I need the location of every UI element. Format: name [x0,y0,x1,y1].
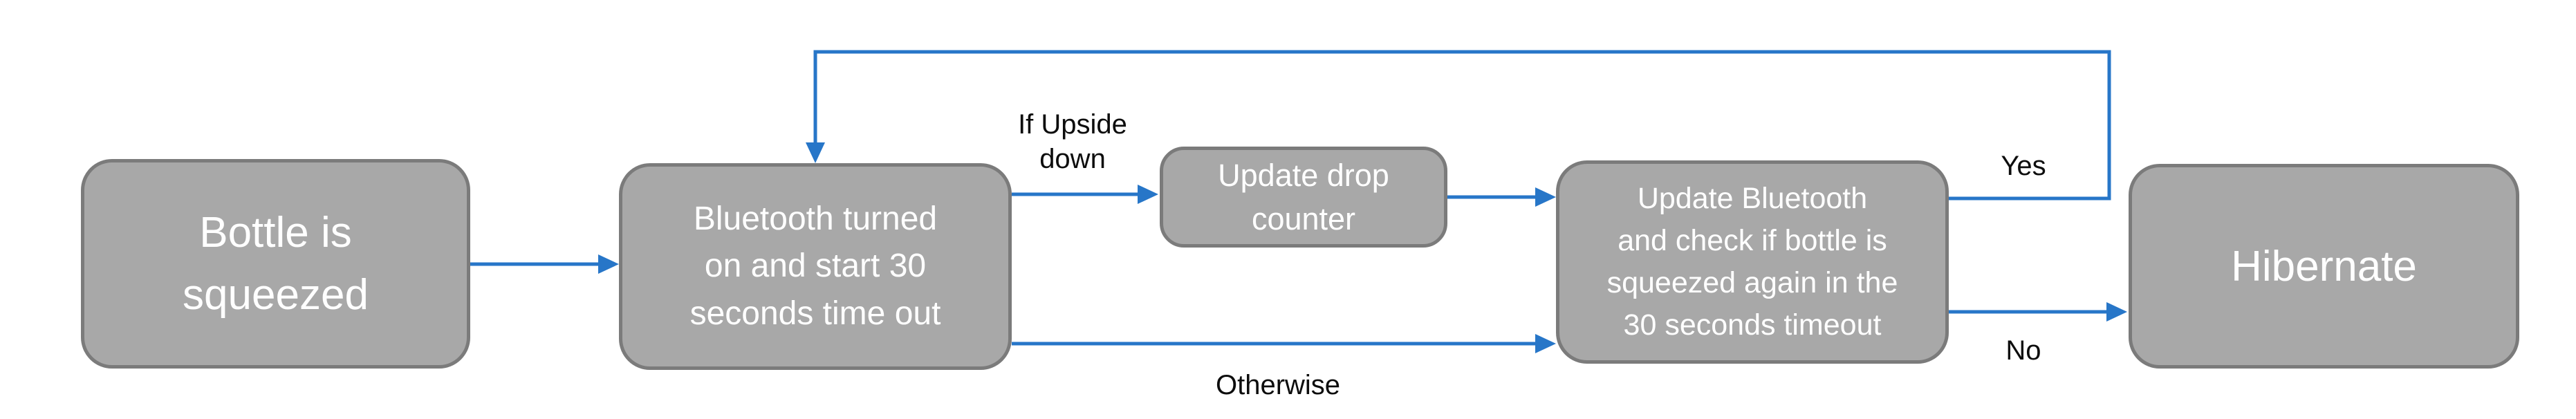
edge-otherwise [1012,334,1556,353]
arrowhead-right-icon [1138,185,1158,204]
arrowhead-right-icon [2106,302,2127,322]
edge-bluetooth-to-drop-counter [1012,185,1158,204]
edge-label-if-upside-down: If Upside down [1018,109,1127,174]
node-bottle-squeezed: Bottle is squeezed [81,159,470,369]
edge-label-otherwise: Otherwise [1215,370,1341,400]
node-label: Bottle is squeezed [183,208,369,319]
node-label: Update drop counter [1218,158,1389,236]
node-hibernate: Hibernate [2129,164,2519,369]
edge-label-yes: Yes [2001,151,2046,181]
node-bluetooth-on: Bluetooth turned on and start 30 seconds… [619,163,1012,370]
node-update-bluetooth: Update Bluetooth and check if bottle is … [1556,160,1949,364]
node-label: Hibernate [2231,242,2417,290]
edge-line [813,50,2111,201]
edge-label-no: No [2005,335,2041,366]
arrowhead-right-icon [598,254,619,274]
arrowhead-down-icon [806,142,825,163]
arrowhead-right-icon [1535,187,1556,207]
edge-yes-loop [806,50,2111,201]
node-update-drop-counter: Update drop counter [1160,147,1447,248]
edge-drop-counter-to-update-bluetooth [1447,187,1556,207]
node-label: Bluetooth turned on and start 30 seconds… [689,201,941,332]
arrowhead-right-icon [1535,334,1556,353]
node-label: Update Bluetooth and check if bottle is … [1606,181,1898,342]
edge-no-to-hibernate [1949,302,2127,322]
edge-squeezed-to-bluetooth [470,254,619,274]
